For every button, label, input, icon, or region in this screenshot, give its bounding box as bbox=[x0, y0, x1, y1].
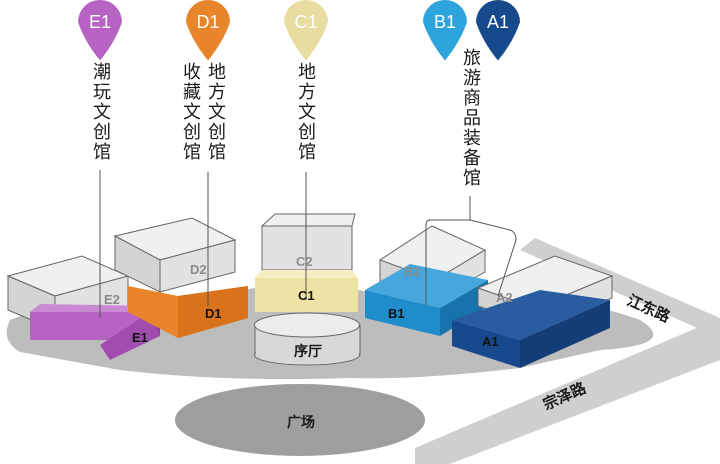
hall-name-e1: 潮玩文创馆 bbox=[90, 62, 111, 162]
pin-marker-icon bbox=[78, 0, 122, 61]
block-d2[interactable] bbox=[113, 217, 237, 293]
hall-name-d1-right: 地方文创馆 bbox=[205, 62, 226, 162]
plaza[interactable] bbox=[175, 384, 425, 456]
block-c2[interactable] bbox=[260, 213, 356, 271]
pin-label: C1 bbox=[294, 12, 317, 32]
label-d1: D1 bbox=[205, 306, 222, 321]
hall-name-d1-left: 收藏文创馆 bbox=[180, 62, 201, 162]
hall-name-c1: 地方文创馆 bbox=[295, 62, 316, 162]
label-c1: C1 bbox=[298, 288, 315, 303]
pin-label: E1 bbox=[89, 12, 111, 32]
block-hall[interactable] bbox=[254, 312, 361, 366]
block-e1[interactable] bbox=[30, 304, 160, 360]
label-a1: A1 bbox=[482, 334, 499, 349]
label-e2: E2 bbox=[104, 292, 120, 307]
label-hall: 序厅 bbox=[294, 343, 322, 359]
label-b2: B2 bbox=[404, 264, 421, 279]
label-plaza: 广场 bbox=[287, 414, 315, 430]
label-b1: B1 bbox=[388, 306, 405, 321]
hall-name-ab: 旅游商品装备馆 bbox=[460, 48, 481, 188]
pin-a1[interactable]: A1 bbox=[476, 0, 520, 61]
pin-label: B1 bbox=[434, 12, 456, 32]
block-a1[interactable] bbox=[452, 290, 610, 368]
pin-label: D1 bbox=[196, 12, 219, 32]
label-d2: D2 bbox=[190, 262, 207, 277]
pin-marker-icon bbox=[186, 0, 230, 61]
pin-marker-icon bbox=[476, 0, 520, 61]
pin-b1[interactable]: B1 bbox=[423, 0, 467, 61]
pin-marker-icon bbox=[284, 0, 328, 61]
pin-e1[interactable]: E1 bbox=[78, 0, 122, 61]
pin-label: A1 bbox=[487, 12, 509, 32]
leader-ab bbox=[425, 196, 517, 305]
pin-c1[interactable]: C1 bbox=[284, 0, 328, 61]
block-d1[interactable] bbox=[128, 286, 248, 338]
label-a2: A2 bbox=[496, 290, 513, 305]
label-e1: E1 bbox=[132, 330, 148, 345]
pin-marker-icon bbox=[423, 0, 467, 61]
pin-d1[interactable]: D1 bbox=[186, 0, 230, 61]
label-c2: C2 bbox=[296, 254, 313, 269]
road-zongze bbox=[415, 318, 720, 464]
